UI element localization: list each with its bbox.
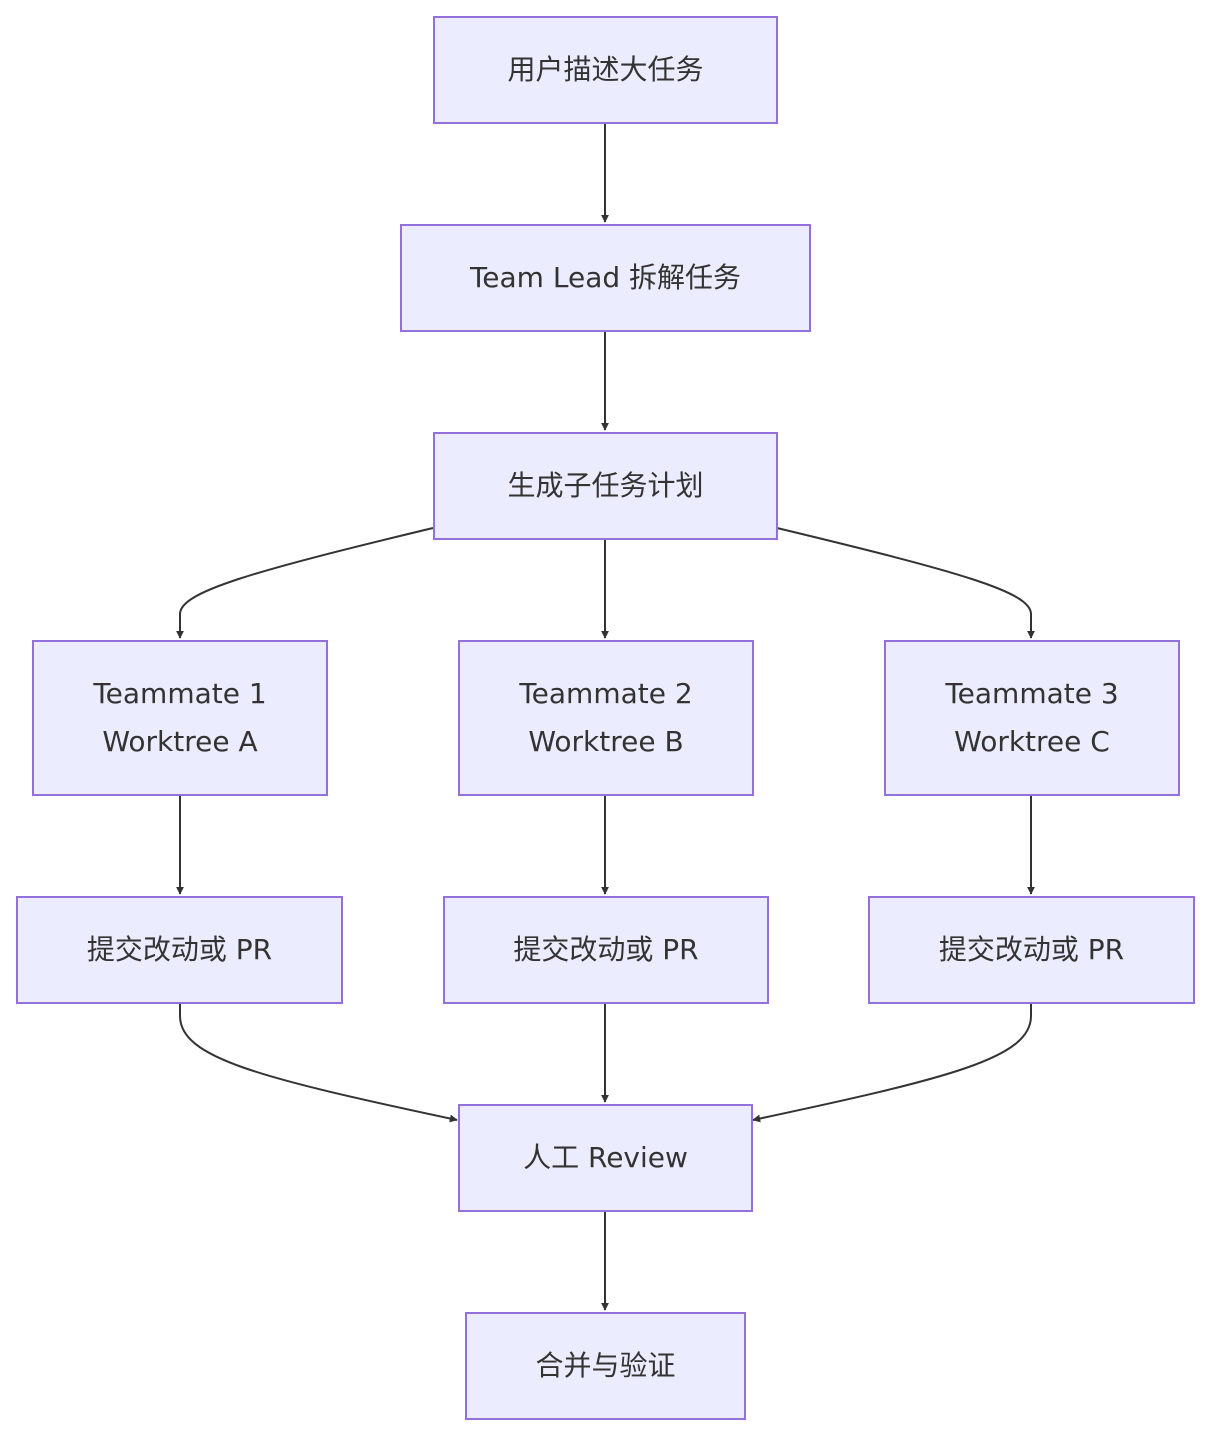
node-label-line-1: Teammate 1 <box>93 677 267 710</box>
node-label-line-1: Teammate 3 <box>945 677 1119 710</box>
node-label-line-1: Teammate 2 <box>519 677 693 710</box>
node-label: Team Lead 拆解任务 <box>469 261 742 294</box>
node-submit-pr-3: 提交改动或 PR <box>868 896 1195 1004</box>
edge-plan-to-teammate-1 <box>176 527 434 639</box>
node-label: 提交改动或 PR <box>513 933 699 966</box>
node-label-line-2: Worktree B <box>528 725 684 758</box>
node-label: 提交改动或 PR <box>86 933 273 966</box>
node-label-line-2: Worktree C <box>954 725 1110 758</box>
node-label: 合并与验证 <box>535 1349 676 1382</box>
node-merge-and-verify: 合并与验证 <box>465 1312 746 1420</box>
node-generate-subtask-plan: 生成子任务计划 <box>433 432 778 540</box>
edge-plan-to-teammate-3 <box>776 527 1035 639</box>
node-label: 提交改动或 PR <box>938 933 1125 966</box>
edge-pr-3-to-review <box>752 1004 1032 1123</box>
node-teammate-2: Teammate 2 Worktree B <box>458 640 754 796</box>
node-teammate-3: Teammate 3 Worktree C <box>884 640 1180 796</box>
node-label: 人工 Review <box>523 1141 688 1174</box>
node-label-line-2: Worktree A <box>102 725 258 758</box>
node-label: 生成子任务计划 <box>507 469 704 502</box>
node-team-lead-decompose: Team Lead 拆解任务 <box>400 224 811 332</box>
node-manual-review: 人工 Review <box>458 1104 753 1212</box>
node-submit-pr-1: 提交改动或 PR <box>16 896 343 1004</box>
node-label: 用户描述大任务 <box>507 53 704 86</box>
node-submit-pr-2: 提交改动或 PR <box>443 896 769 1004</box>
node-teammate-1: Teammate 1 Worktree A <box>32 640 328 796</box>
edge-pr-1-to-review <box>179 1004 458 1123</box>
node-user-describes-task: 用户描述大任务 <box>433 16 778 124</box>
